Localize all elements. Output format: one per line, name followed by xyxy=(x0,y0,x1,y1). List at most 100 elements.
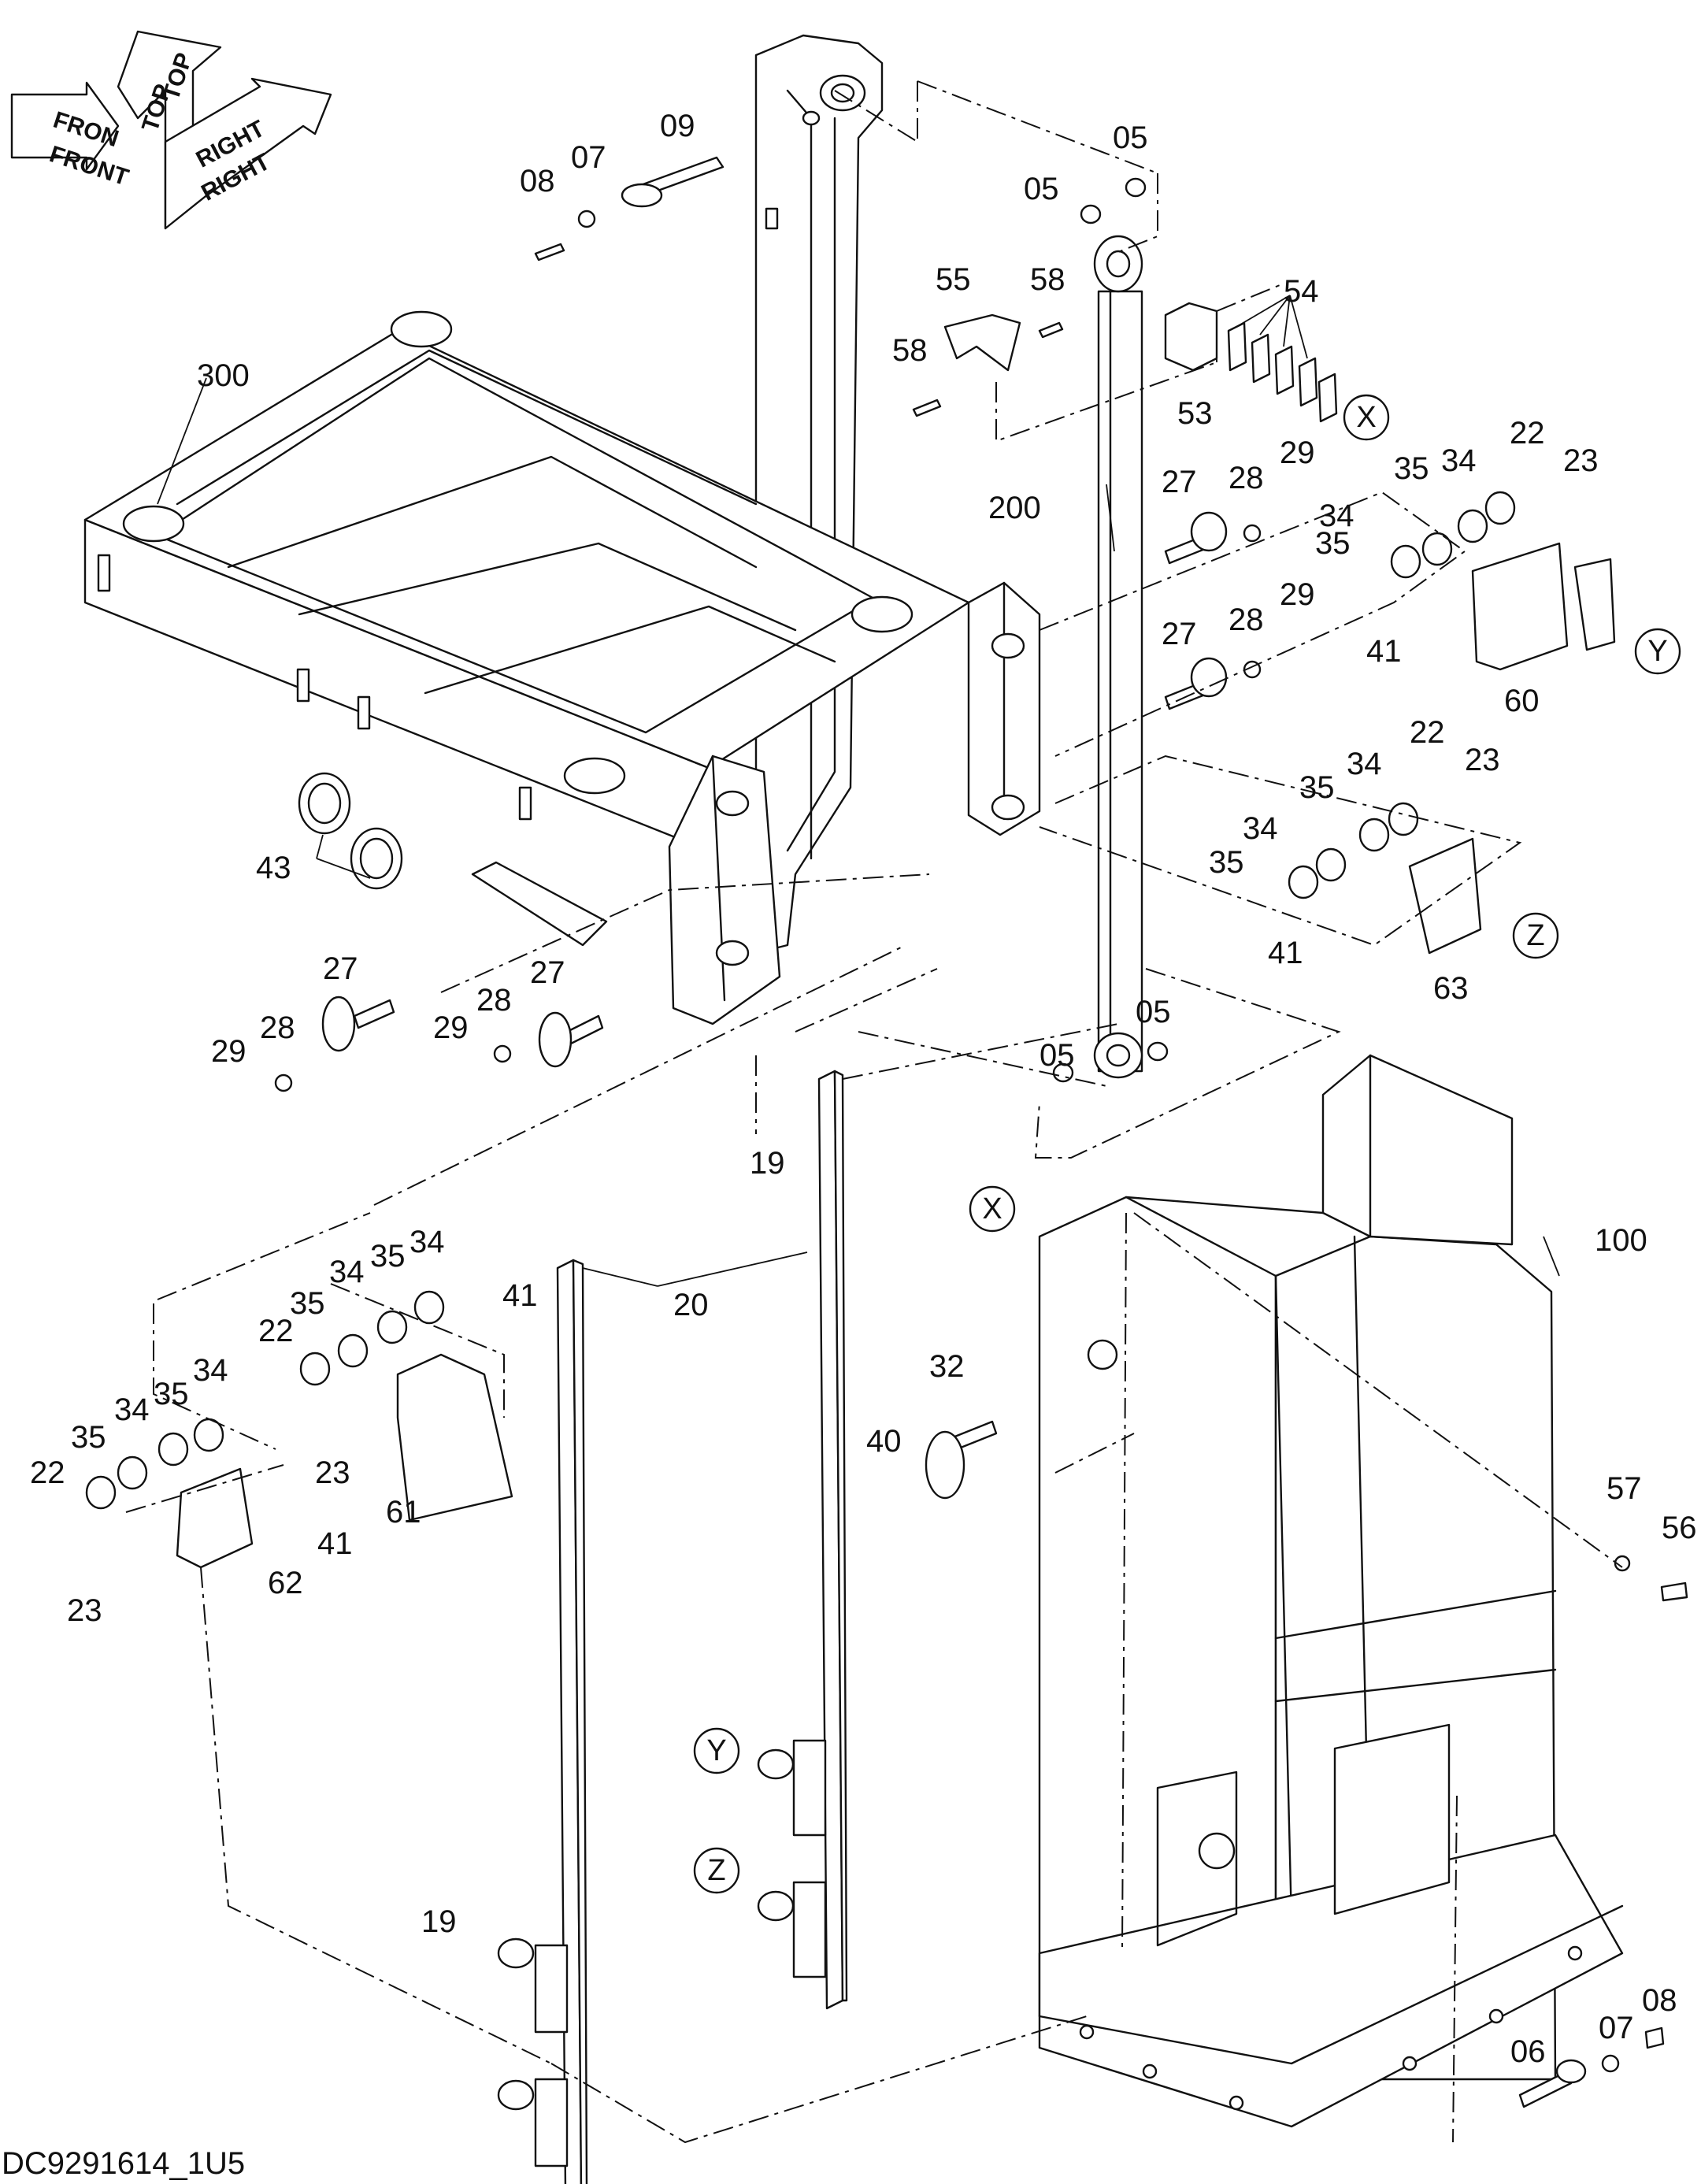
drawing-code: DC9291614_1U5 xyxy=(2,2146,245,2181)
part-label: 23 xyxy=(1465,743,1500,777)
pad-61 xyxy=(396,1353,513,1522)
callout-y-lower-label: Y xyxy=(706,1734,726,1767)
callout-x-lower-label: X xyxy=(982,1192,1002,1225)
part-label: 27 xyxy=(1162,617,1197,651)
pad-62 xyxy=(176,1467,254,1569)
bolt-56 xyxy=(1660,1581,1688,1602)
part-label: 34 xyxy=(193,1353,228,1388)
part-label: 100 xyxy=(1595,1223,1647,1258)
part-label: 54 xyxy=(1284,274,1319,309)
part-label: 32 xyxy=(929,1349,965,1384)
part-label: 22 xyxy=(30,1455,65,1490)
part-label: 35 xyxy=(71,1420,106,1455)
part-label: 35 xyxy=(370,1239,406,1274)
washer-34-mr-a xyxy=(1315,847,1347,882)
part-label: 41 xyxy=(317,1526,353,1561)
part-label: 62 xyxy=(268,1566,303,1600)
part-label: 53 xyxy=(1177,396,1213,431)
pin-27-upper-right xyxy=(1164,511,1228,565)
part-label: 27 xyxy=(530,955,565,990)
pad-63 xyxy=(1408,837,1482,955)
part-label: 56 xyxy=(1662,1511,1697,1545)
seal-05-top-left xyxy=(1080,204,1102,224)
pad-60 xyxy=(1471,542,1569,671)
part-label: 41 xyxy=(502,1278,538,1313)
part-label: 58 xyxy=(1030,262,1065,297)
washer-34-mr-b xyxy=(1388,802,1419,836)
part-label: 05 xyxy=(1040,1038,1075,1073)
part-label: 60 xyxy=(1504,684,1540,718)
part-label: 28 xyxy=(476,983,512,1018)
part-label: 35 xyxy=(1299,770,1335,805)
callout-x-top: X xyxy=(1343,394,1390,441)
bolt-58-right xyxy=(1038,321,1064,339)
part-label: 35 xyxy=(1315,526,1351,561)
part-label: 29 xyxy=(433,1010,469,1045)
part-label: 35 xyxy=(1394,451,1429,486)
bracket-53 xyxy=(1164,302,1218,372)
part-label: 28 xyxy=(1228,603,1264,637)
part-label: 20 xyxy=(673,1288,709,1322)
washer-57 xyxy=(1614,1555,1631,1572)
part-label: 22 xyxy=(258,1314,294,1348)
pin-09 xyxy=(621,156,724,208)
part-label: 34 xyxy=(1243,811,1278,846)
washer-35-ll-a xyxy=(85,1475,117,1510)
washer-35-ll-b xyxy=(158,1432,189,1467)
part-label: 61 xyxy=(386,1495,421,1530)
lift-cylinder-200 xyxy=(1093,235,1143,1079)
pad-60-block xyxy=(1573,558,1616,651)
washer-28-middle xyxy=(493,1044,512,1063)
part-label: 200 xyxy=(988,491,1041,525)
washer-35-mr-b xyxy=(1358,818,1390,852)
part-label: 07 xyxy=(571,140,606,175)
pin-27-lower-right xyxy=(1164,657,1228,710)
washer-35-ur-b xyxy=(1457,509,1488,543)
part-label: 28 xyxy=(1228,461,1264,495)
callout-y-lower: Y xyxy=(693,1727,740,1774)
part-label: 57 xyxy=(1606,1471,1642,1506)
washer-35-ur-a xyxy=(1390,544,1421,579)
frame-assembly-300 xyxy=(83,310,1041,1025)
part-label: 23 xyxy=(315,1455,350,1490)
bracket-55 xyxy=(943,313,1021,372)
leader-lines xyxy=(157,295,1560,1287)
washer-34-ur-a xyxy=(1421,532,1453,566)
part-label: 55 xyxy=(936,262,971,297)
part-label: 19 xyxy=(421,1904,457,1939)
part-label: 35 xyxy=(290,1286,325,1321)
part-label: 05 xyxy=(1113,121,1148,155)
part-label: 08 xyxy=(1642,1983,1677,2018)
bolt-08-top xyxy=(534,243,565,261)
part-label: 08 xyxy=(520,164,555,198)
callout-x-top-label: X xyxy=(1356,401,1376,434)
part-label: 34 xyxy=(114,1392,150,1427)
pin-06 xyxy=(1518,2059,1587,2108)
assembly-lines xyxy=(125,80,1623,2144)
part-label: 29 xyxy=(1280,436,1315,470)
guide-rail-left-20 xyxy=(497,1259,588,2184)
callout-z-right: Z xyxy=(1512,912,1559,959)
part-label: 22 xyxy=(1410,715,1445,750)
part-label: 05 xyxy=(1136,995,1171,1029)
washer-35-lm-a xyxy=(299,1352,331,1386)
bolt-58-left xyxy=(912,399,942,417)
outer-mast-100 xyxy=(1038,1054,1624,2128)
seal-05-bottom-right xyxy=(1147,1041,1169,1062)
part-label: 34 xyxy=(1441,443,1477,478)
washer-35-lm-b xyxy=(376,1310,408,1344)
part-label: 07 xyxy=(1599,2011,1634,2045)
callout-z-lower-label: Z xyxy=(707,1854,725,1887)
part-label: 43 xyxy=(256,851,291,885)
part-label: 05 xyxy=(1024,172,1059,206)
callout-z-lower: Z xyxy=(693,1847,740,1894)
guide-rail-right-20 xyxy=(757,1070,848,2010)
washer-07-top xyxy=(577,210,596,228)
part-label: 35 xyxy=(154,1377,189,1411)
part-label: 300 xyxy=(197,358,250,393)
callout-z-right-label: Z xyxy=(1526,919,1544,952)
part-label: 35 xyxy=(1209,845,1244,880)
bolt-08-bottom xyxy=(1644,2026,1665,2049)
washer-34-ll-a xyxy=(117,1455,148,1490)
